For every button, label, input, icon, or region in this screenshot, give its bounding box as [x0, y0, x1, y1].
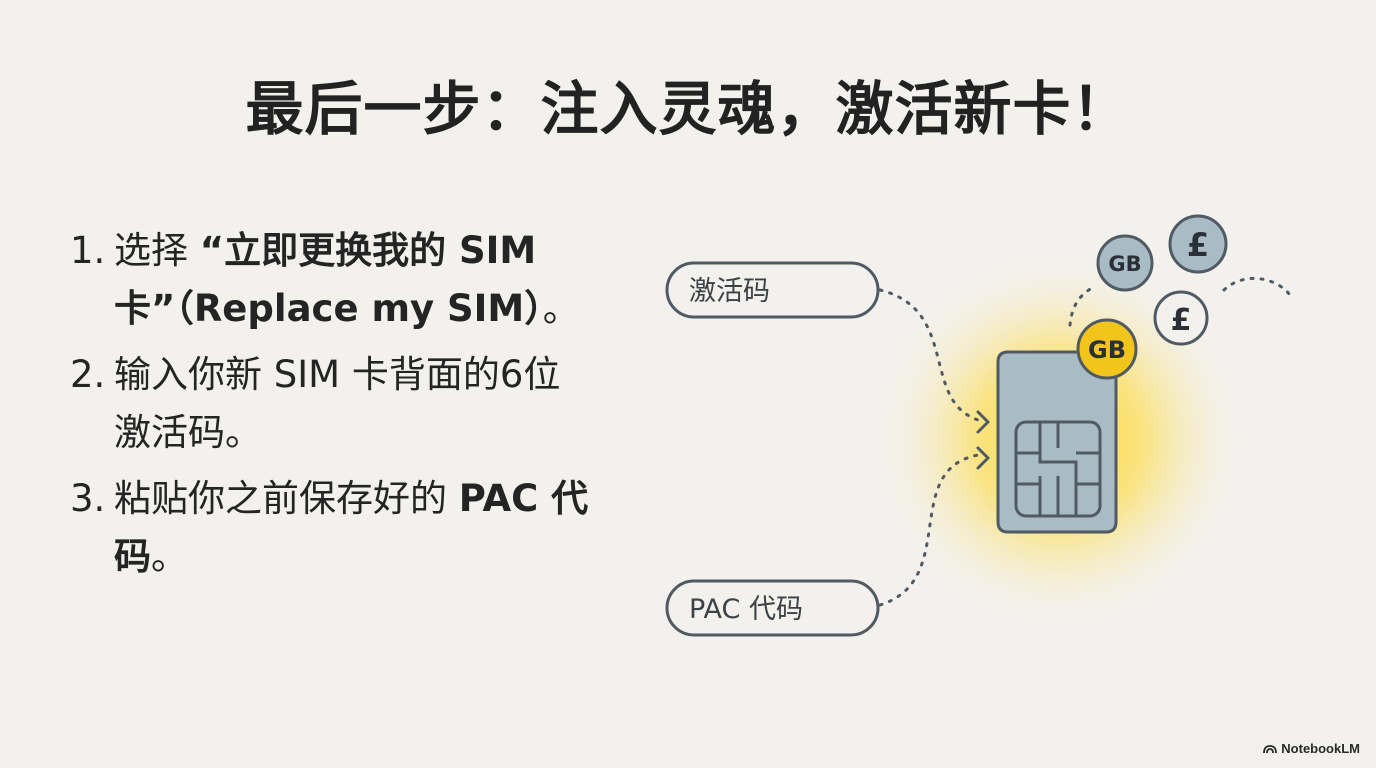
- page-title: 最后一步：注入灵魂，激活新卡！: [245, 75, 1131, 143]
- pac-code-label: PAC 代码: [689, 594, 803, 625]
- step-number: 1.: [70, 229, 106, 272]
- coin-label: GB: [1088, 336, 1126, 364]
- brand-mark: NotebookLM: [1263, 741, 1360, 756]
- step-number: 3.: [70, 477, 106, 520]
- step-2: 2. 输入你新 SIM 卡背面的6位激活码。: [70, 346, 590, 462]
- gb-coin-gray: GB: [1096, 234, 1154, 292]
- pac-connector: [878, 453, 980, 607]
- coin-label: £: [1187, 226, 1209, 264]
- step-suffix: 。: [542, 287, 580, 330]
- chevron-right-icon: [976, 410, 990, 434]
- pound-coin-light: £: [1153, 290, 1209, 346]
- pound-coin-gray: £: [1168, 214, 1228, 274]
- pac-code-pill: PAC 代码: [665, 579, 880, 637]
- step-text: 粘贴你之前保存好的: [114, 477, 459, 520]
- steps-list: 1. 选择 “立即更换我的 SIM 卡”（Replace my SIM）。 2.…: [70, 222, 590, 594]
- activation-code-label: 激活码: [689, 276, 770, 307]
- brand-name: NotebookLM: [1281, 741, 1360, 756]
- step-number: 2.: [70, 353, 106, 396]
- coin-trail: [1222, 276, 1294, 300]
- coin-label: GB: [1108, 252, 1141, 276]
- step-3: 3. 粘贴你之前保存好的 PAC 代码。: [70, 470, 590, 586]
- gb-coin-gold: GB: [1076, 318, 1138, 380]
- chevron-right-icon: [976, 446, 990, 470]
- step-text: 输入你新 SIM 卡背面的6位激活码。: [114, 353, 561, 454]
- notebooklm-logo-icon: [1263, 744, 1278, 753]
- coin-label: £: [1171, 303, 1192, 338]
- activation-connector: [878, 288, 980, 422]
- coin-connector: [1068, 286, 1094, 327]
- sim-card-icon: [996, 350, 1118, 534]
- step-1: 1. 选择 “立即更换我的 SIM 卡”（Replace my SIM）。: [70, 222, 590, 338]
- step-suffix: 。: [151, 535, 188, 578]
- step-text: 选择: [114, 229, 200, 272]
- activation-code-pill: 激活码: [665, 261, 880, 319]
- step-emphasis: PAC 代码: [114, 477, 589, 578]
- step-emphasis: “立即更换我的 SIM 卡”（Replace my SIM）: [114, 229, 543, 330]
